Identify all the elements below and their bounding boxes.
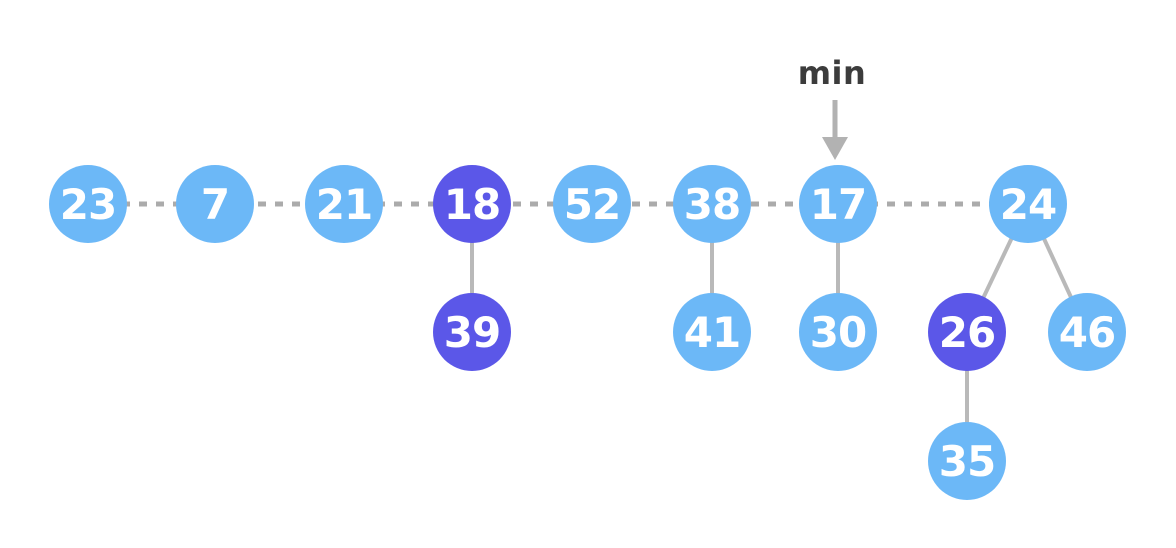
heap-node-35: 35 bbox=[928, 422, 1006, 500]
heap-node-24: 24 bbox=[989, 165, 1067, 243]
heap-node-18: 18 bbox=[433, 165, 511, 243]
heap-node-17: 17 bbox=[799, 165, 877, 243]
heap-node-38: 38 bbox=[673, 165, 751, 243]
heap-node-23: 23 bbox=[49, 165, 127, 243]
heap-node-7: 7 bbox=[176, 165, 254, 243]
heap-node-26: 26 bbox=[928, 293, 1006, 371]
heap-node-52: 52 bbox=[553, 165, 631, 243]
min-arrow-head bbox=[822, 137, 848, 160]
min-label: min bbox=[797, 54, 867, 92]
heap-node-21: 21 bbox=[305, 165, 383, 243]
heap-node-41: 41 bbox=[673, 293, 751, 371]
heap-node-30: 30 bbox=[799, 293, 877, 371]
heap-node-39: 39 bbox=[433, 293, 511, 371]
heap-node-46: 46 bbox=[1048, 293, 1126, 371]
